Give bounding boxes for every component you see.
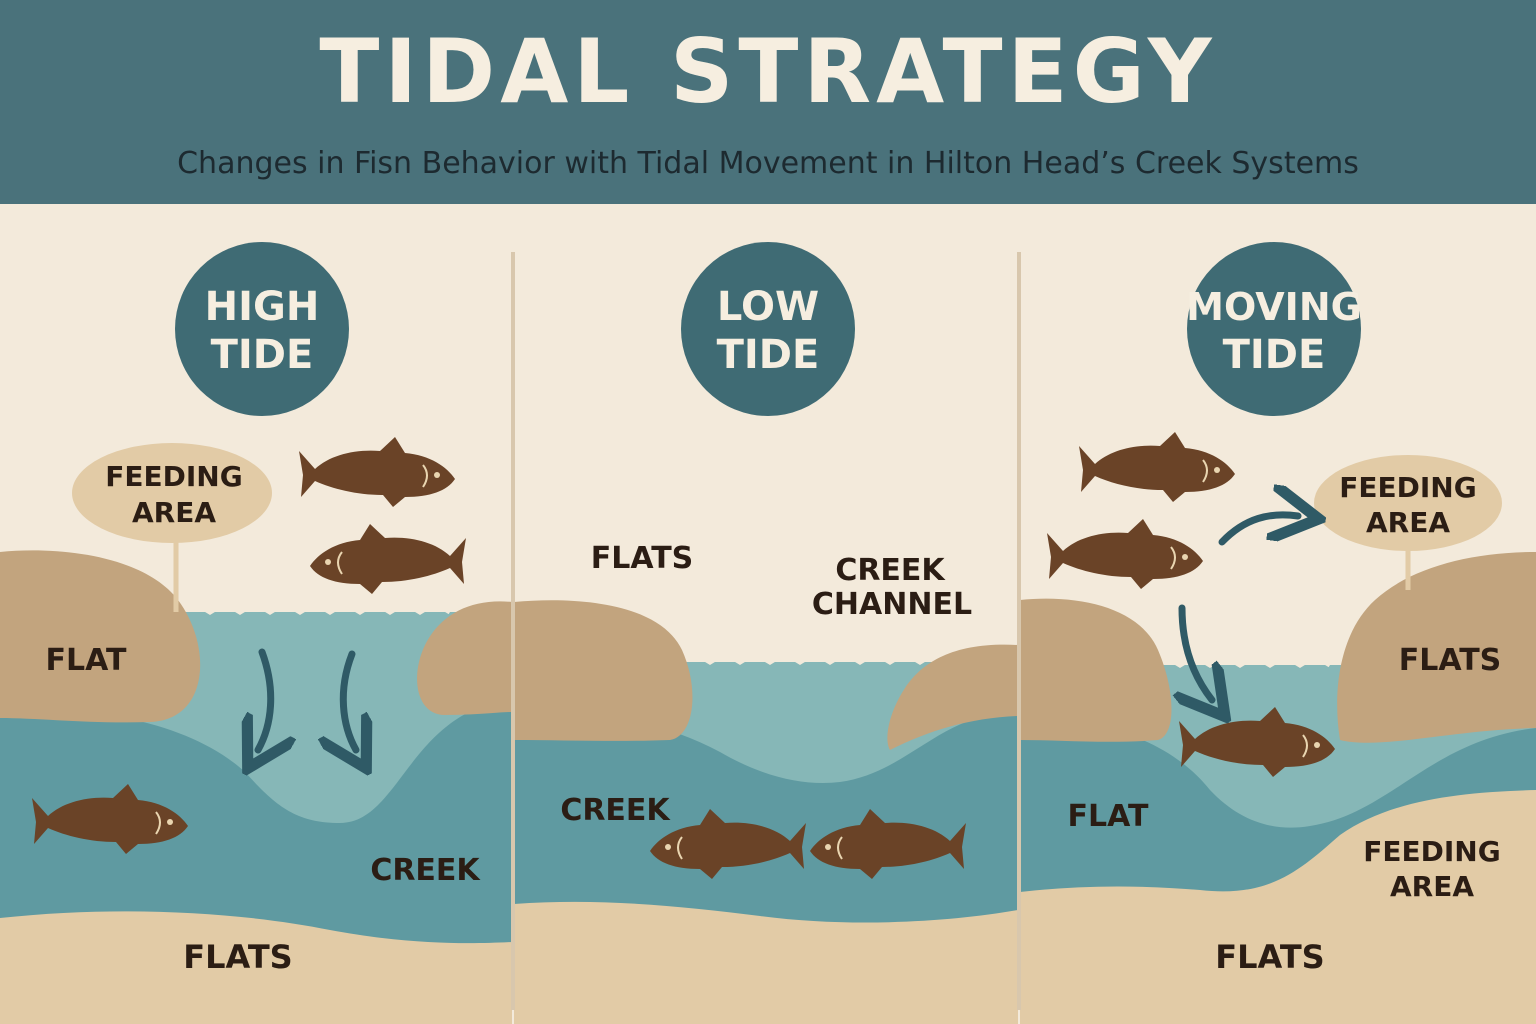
high-tide-flats-floor xyxy=(0,911,512,1024)
high-tide-deep-creek xyxy=(0,700,512,945)
high-tide-badge-line2: TIDE xyxy=(211,332,314,378)
high-tide-surface-waves xyxy=(148,604,452,616)
flats-label: FLATS xyxy=(1215,938,1324,976)
feeding-area-top-label-line2: AREA xyxy=(1366,506,1450,539)
high-tide-badge-line1: HIGH xyxy=(205,284,320,330)
feeding-area-label-line1: FEEDING xyxy=(105,460,242,493)
creek-channel-label-line2: CHANNEL xyxy=(812,587,972,622)
right-arrow-icon xyxy=(1218,515,1298,546)
low-tide-badge-line2: TIDE xyxy=(717,332,820,378)
feeding-area-bubble xyxy=(1314,455,1502,551)
high-tide-badge xyxy=(175,242,349,416)
header-banner: TIDAL STRATEGY Changes in Fisn Behavior … xyxy=(0,0,1536,204)
low-tide-badge-line1: LOW xyxy=(717,284,819,330)
low-tide-badge xyxy=(681,242,855,416)
feeding-area-top-label-line1: FEEDING xyxy=(1339,471,1476,504)
feeding-area-bottom-label-line2: AREA xyxy=(1390,870,1474,903)
fish-icon xyxy=(1078,431,1236,503)
creek-label: CREEK xyxy=(370,853,481,888)
low-tide-right-flat xyxy=(887,644,1018,750)
moving-tide-badge xyxy=(1187,242,1361,416)
fish-icon xyxy=(1046,518,1204,590)
down-arrow-icon xyxy=(343,650,356,750)
creek-label: CREEK xyxy=(560,793,671,828)
page-subtitle: Changes in Fisn Behavior with Tidal Move… xyxy=(177,146,1359,181)
flats-label: FLATS xyxy=(591,541,694,576)
creek-channel-label-line1: CREEK xyxy=(835,553,946,588)
moving-tide-surface-waves xyxy=(1148,657,1332,669)
down-arrow-icon xyxy=(258,648,271,750)
panel-moving-tide: FEEDING AREA MOVING TIDE FLATS FLAT FEED… xyxy=(1020,242,1536,1024)
high-tide-right-flat xyxy=(417,601,512,715)
moving-tide-badge-line2: TIDE xyxy=(1223,332,1326,378)
moving-tide-flats-floor xyxy=(1020,790,1536,1024)
fish-icon xyxy=(298,436,456,508)
moving-tide-left-flat xyxy=(1020,598,1172,742)
panel-low-tide: LOW TIDE FLATS CREEK CHANNEL CREEK xyxy=(514,242,1018,1024)
page-title: TIDAL STRATEGY xyxy=(319,20,1217,123)
low-tide-surface-waves xyxy=(678,654,952,666)
feeding-area-bubble xyxy=(72,443,272,543)
flats-right-label: FLATS xyxy=(1399,643,1502,678)
panel-high-tide: FEEDING AREA HIGH TIDE FLAT CREEK FLATS xyxy=(0,242,512,1024)
moving-tide-badge-line1: MOVING xyxy=(1186,285,1362,329)
moving-tide-right-flat xyxy=(1337,552,1536,743)
fish-icon xyxy=(309,523,467,595)
flat-label: FLAT xyxy=(46,643,127,678)
high-tide-left-flat xyxy=(0,550,201,723)
low-tide-flats-floor xyxy=(514,901,1018,1024)
low-tide-deep-creek xyxy=(514,711,1018,935)
feeding-area-label-line2: AREA xyxy=(132,496,216,529)
feeding-area-bottom-label-line1: FEEDING xyxy=(1363,835,1500,868)
flat-label: FLAT xyxy=(1068,799,1149,834)
flats-label: FLATS xyxy=(183,938,292,976)
down-arrow-icon xyxy=(1182,604,1212,700)
low-tide-left-flat xyxy=(514,600,693,741)
tide-diagram: FEEDING AREA HIGH TIDE FLAT CREEK FLATS … xyxy=(0,242,1536,1024)
